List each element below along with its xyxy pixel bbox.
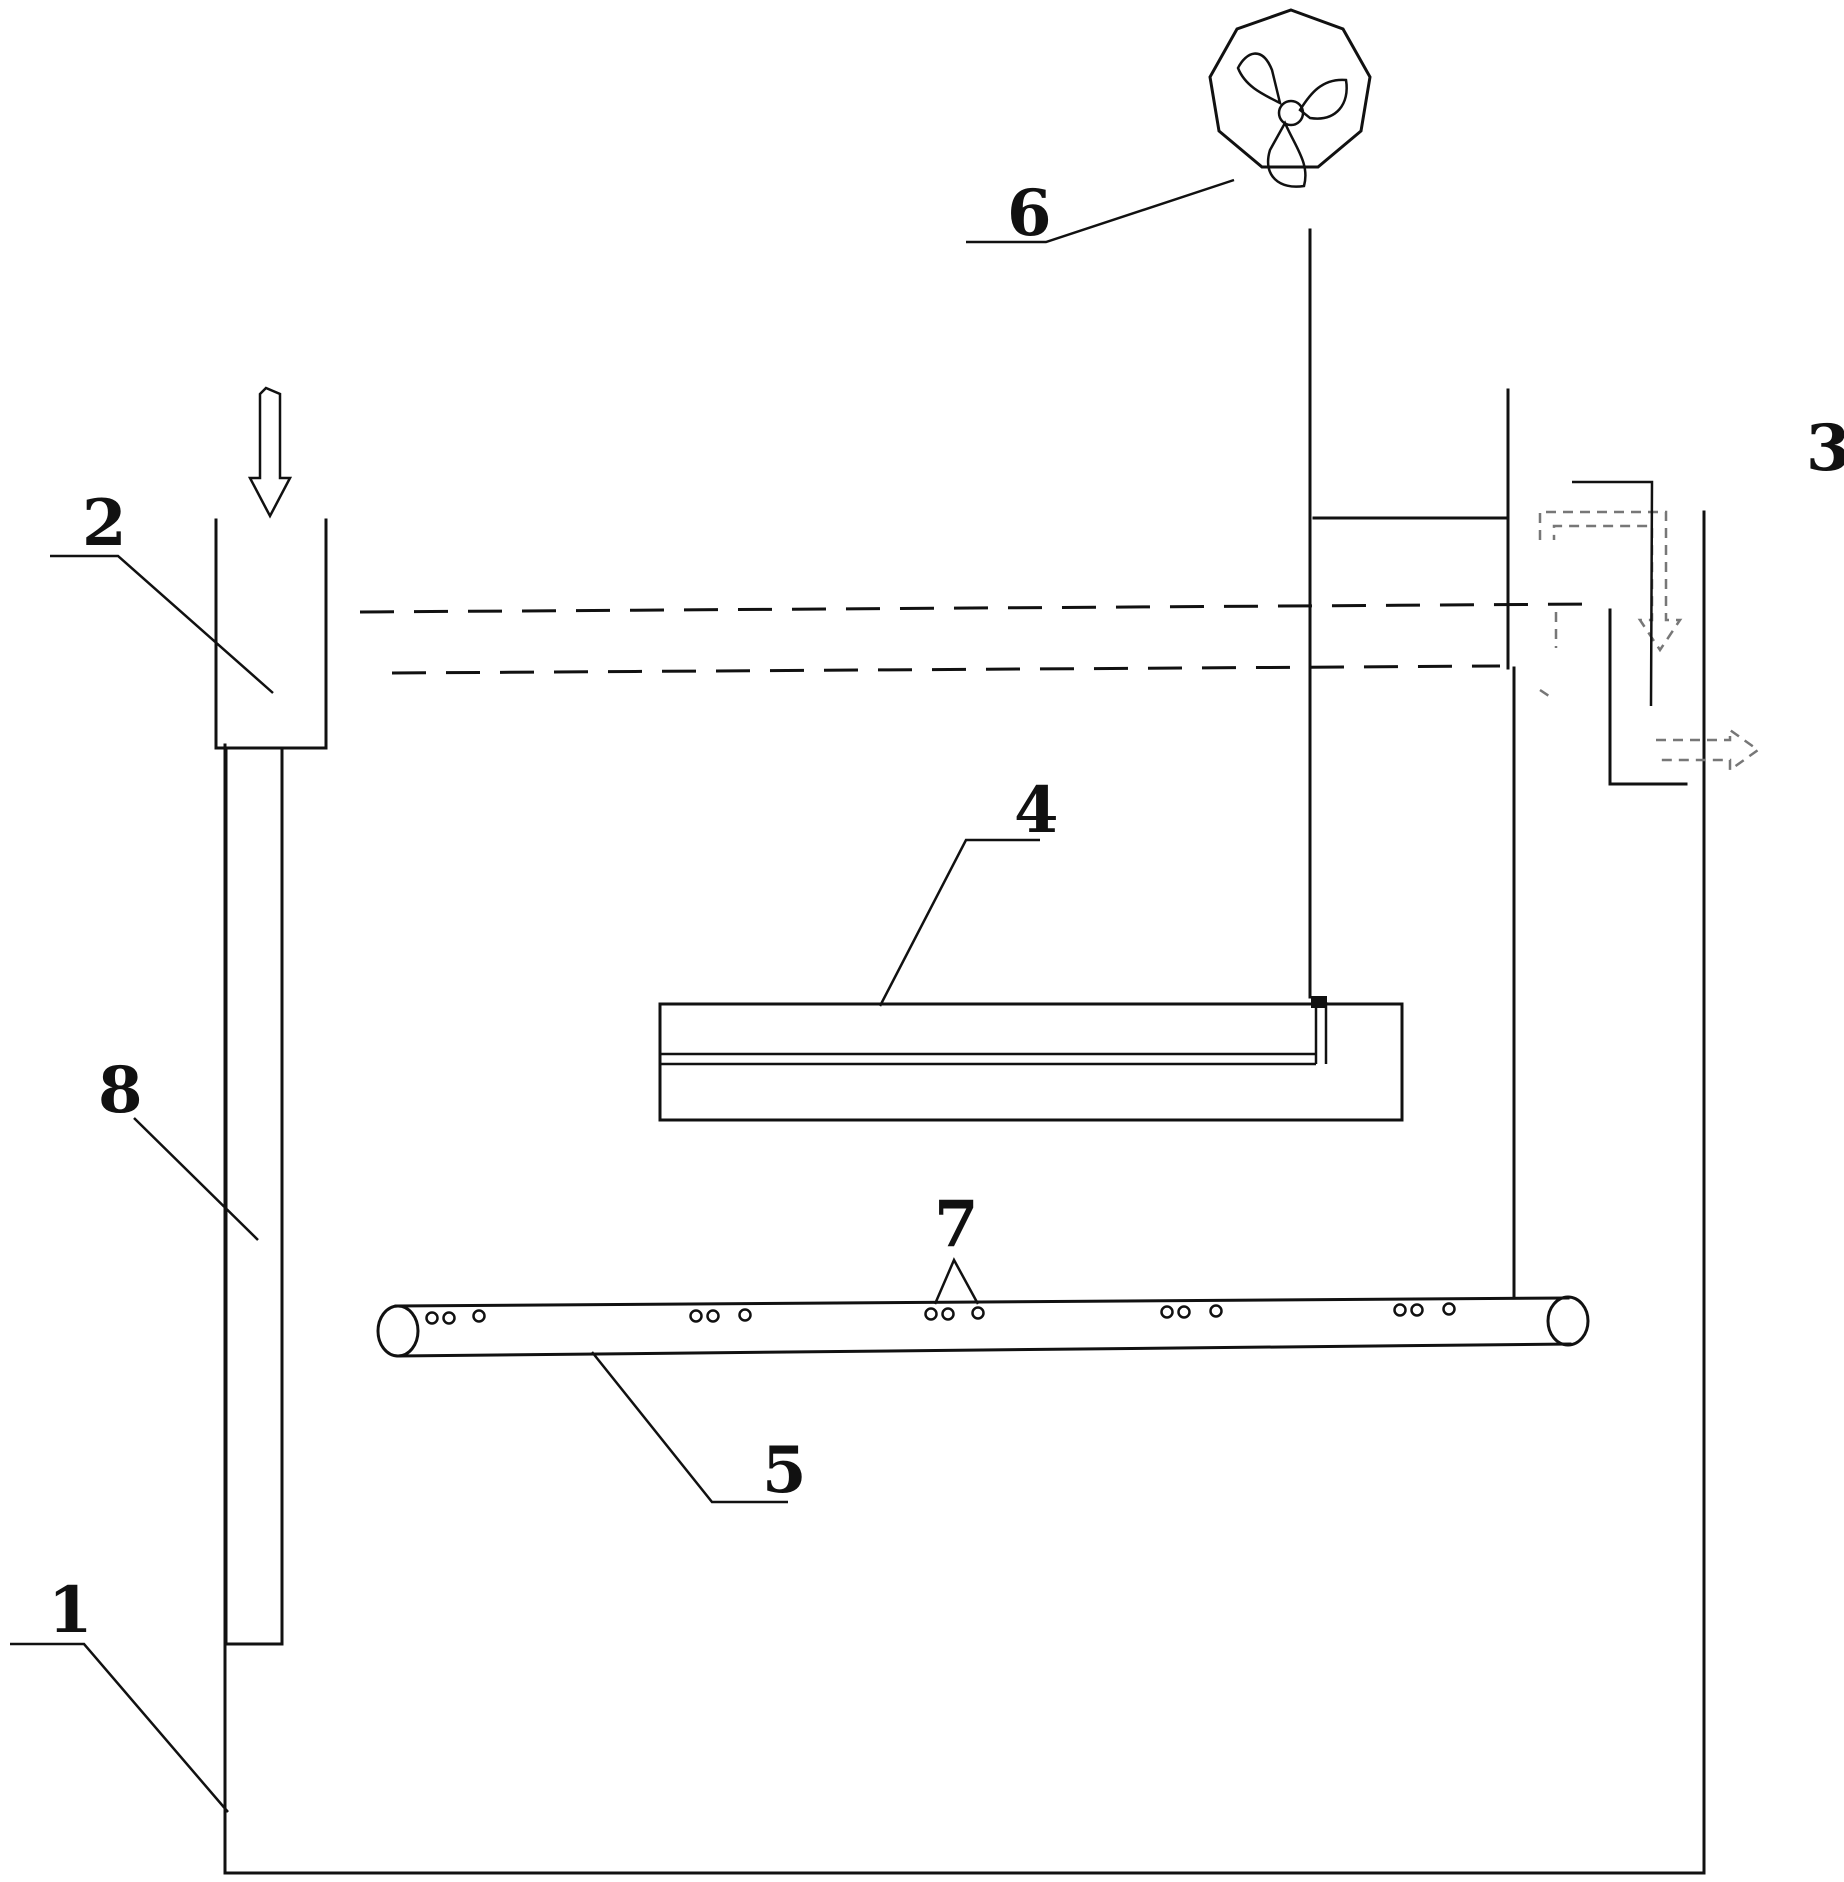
water-level-lines [359, 602, 1597, 675]
arrow-down-icon [247, 386, 293, 519]
outlet-box [1608, 608, 1688, 786]
inlet-box [214, 518, 328, 750]
fan-icon [1208, 8, 1372, 188]
label-inlet-box: 2 [82, 486, 127, 561]
leader-lines [10, 178, 1654, 1813]
label-aeration-pipe: 5 [762, 1433, 807, 1508]
label-outlet-box: 3 [1806, 411, 1844, 486]
inlet-pipe [224, 746, 284, 1646]
overflow-marks [1539, 612, 1558, 700]
arrow-bend-down-icon [1538, 510, 1683, 653]
label-inlet-pipe: 8 [98, 1053, 143, 1128]
label-aeration-holes: 7 [934, 1187, 979, 1262]
arrow-right-icon [1656, 727, 1761, 773]
label-plate-assembly: 4 [1014, 773, 1059, 848]
plate-assembly [658, 996, 1404, 1122]
label-fan: 6 [1007, 176, 1052, 251]
aeration-pipe [376, 1295, 1590, 1358]
baffle-wall [1312, 388, 1516, 1300]
label-tank: 1 [48, 1573, 93, 1648]
aeration-holes [425, 1302, 1456, 1325]
